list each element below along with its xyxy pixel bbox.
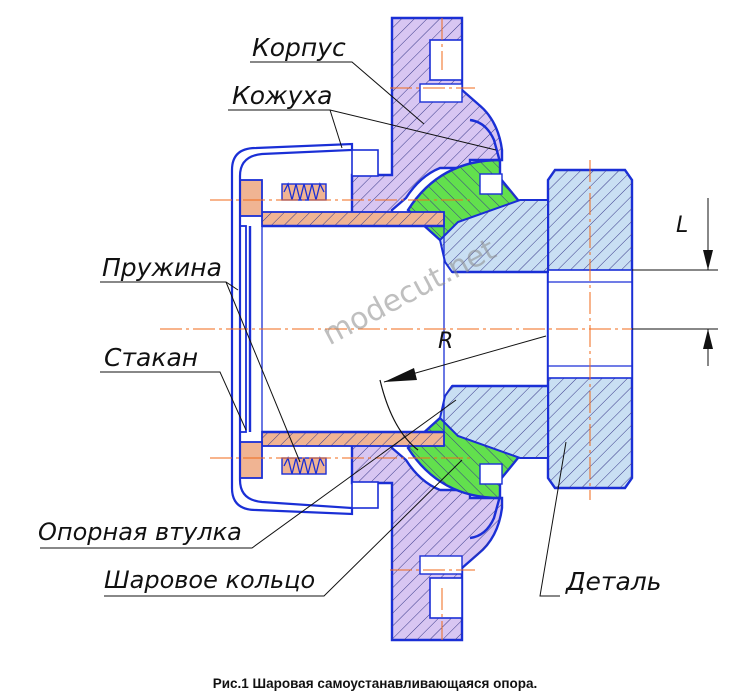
label-stakan: Стакан <box>104 343 198 372</box>
radius-r-label: R <box>438 329 453 354</box>
casing <box>230 118 502 540</box>
watermark: modecut.net <box>317 232 502 353</box>
label-pruzhina: Пружина <box>102 253 222 282</box>
support-cup <box>438 199 549 459</box>
figure-caption: Рис.1 Шаровая самоустанавливающаяся опор… <box>213 676 538 691</box>
screw-top <box>351 149 503 195</box>
spring-bottom <box>281 456 327 475</box>
center-axes <box>160 18 640 640</box>
label-detal: Деталь <box>565 567 662 596</box>
screw-bottom <box>351 463 503 509</box>
label-korpus: Корпус <box>252 33 346 62</box>
spring-top <box>281 182 327 201</box>
dimension-l: L <box>632 198 718 366</box>
label-opornaya-vtulka: Опорная втулка <box>38 518 242 546</box>
leader-lines <box>40 61 567 597</box>
label-kozhukha: Кожуха <box>232 81 332 110</box>
bore-outline <box>262 224 548 434</box>
dimension-l-label: L <box>676 213 688 238</box>
radius-r: R <box>379 329 547 451</box>
label-sharovoe-koltso: Шаровое кольцо <box>104 566 315 594</box>
